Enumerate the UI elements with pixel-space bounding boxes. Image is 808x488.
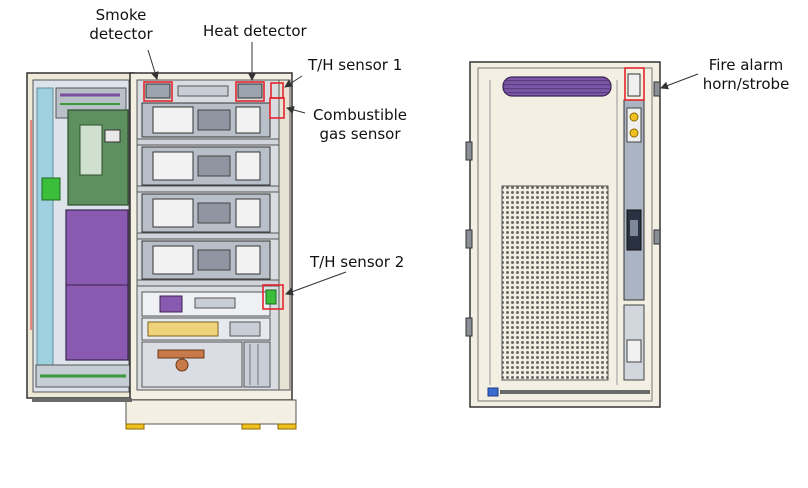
cabinet-door: [26, 72, 135, 399]
gas-sensor-leader: [286, 106, 306, 114]
cabinet-plinth: [32, 398, 297, 430]
ventilation-mesh: [501, 185, 609, 381]
th-sensor-2-highlight: [262, 284, 284, 310]
heat-detector-highlight: [235, 81, 265, 102]
shelf-brackets: [136, 138, 280, 287]
fire-alarm-leader: [660, 73, 699, 90]
smoke-detector-label: Smoke detector: [86, 6, 156, 44]
top-vent: [502, 76, 612, 97]
power-module-1: [141, 102, 271, 138]
power-module-3: [141, 193, 271, 233]
gas-sensor-highlight: [269, 97, 285, 119]
door-hinges: [465, 81, 661, 337]
th-sensor-1-leader: [284, 75, 303, 88]
heat-detector-label: Heat detector: [203, 22, 307, 40]
open-cabinet: [26, 42, 347, 430]
power-module-2: [141, 146, 271, 186]
control-column: [623, 99, 645, 381]
fire-alarm-label-line1: Fire alarm: [708, 56, 784, 74]
th-sensor-2-leader: [285, 271, 347, 296]
smoke-detector-leader: [147, 49, 159, 80]
combustible-gas-sensor-label: Combustible gas sensor: [307, 106, 413, 144]
closed-cabinet: [465, 61, 699, 408]
smoke-detector-label-line1: Smoke: [95, 6, 147, 24]
fire-alarm-highlight: [624, 67, 645, 101]
smoke-detector-label-line2: detector: [89, 25, 153, 43]
power-module-4: [141, 240, 271, 280]
combustible-gas-sensor-label-line2: gas sensor: [319, 125, 401, 143]
smoke-detector-highlight: [143, 81, 173, 102]
th-sensor-2-label: T/H sensor 2: [310, 253, 405, 271]
combustible-gas-sensor-label-line1: Combustible: [312, 106, 408, 124]
fire-alarm-label-line2: horn/strobe: [702, 75, 790, 93]
distribution-area: [141, 291, 271, 388]
fire-alarm-label: Fire alarm horn/strobe: [694, 56, 798, 94]
th-sensor-1-label: T/H sensor 1: [308, 56, 403, 74]
